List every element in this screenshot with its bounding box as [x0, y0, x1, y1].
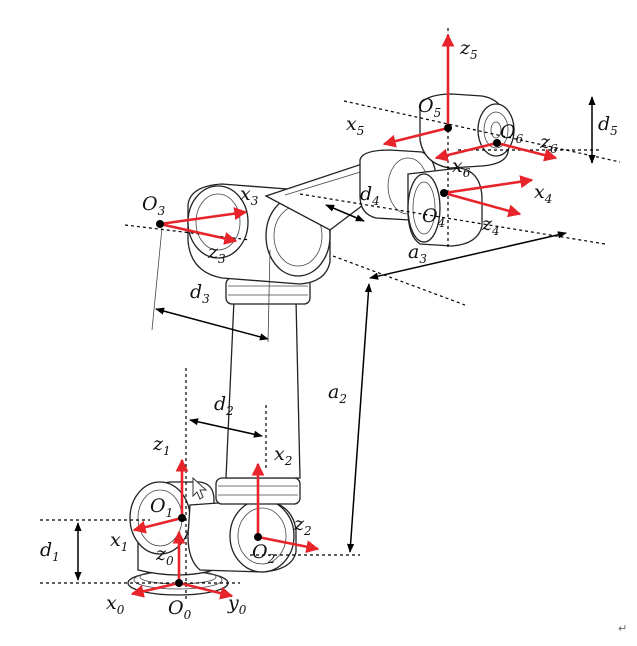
origin-o1: [178, 514, 186, 522]
label-z1: z1: [152, 433, 171, 458]
label-a3: a3: [408, 241, 427, 266]
origin-o2: [254, 533, 262, 541]
origin-o3: [156, 220, 164, 228]
label-z2: z2: [293, 513, 312, 538]
axis-z6: [496, 141, 558, 162]
axis-x6: [434, 141, 498, 162]
label-x4: x4: [534, 181, 552, 206]
label-z6: z6: [539, 131, 558, 156]
label-x1: x1: [110, 529, 128, 554]
label-z4: z4: [481, 213, 500, 238]
axis-x0: [130, 581, 180, 598]
label-d2: d2: [214, 393, 234, 418]
label-o5: O5: [418, 95, 441, 120]
origin-o5: [444, 124, 452, 132]
label-d5: d5: [598, 113, 618, 138]
axis-z4: [443, 191, 522, 218]
axis-y0: [178, 581, 234, 600]
axis-x4: [443, 175, 534, 195]
mouse-pointer-icon: [192, 476, 208, 500]
origin-points: [156, 124, 501, 587]
label-o2: O2: [252, 541, 275, 566]
dimension-lines: [74, 96, 596, 581]
label-a2: a2: [328, 381, 347, 406]
label-x2: x2: [274, 443, 292, 468]
label-x3: x3: [240, 183, 259, 208]
label-d3: d3: [190, 281, 210, 306]
label-x0: x0: [106, 592, 125, 617]
label-d1: d1: [40, 539, 60, 564]
frame-axes: [130, 33, 558, 600]
axis-z2: [257, 535, 320, 554]
origin-o0: [175, 579, 183, 587]
axis-x5: [382, 126, 449, 148]
label-o1: O1: [150, 495, 173, 520]
label-x5: x5: [346, 113, 364, 138]
origin-o6: [493, 139, 501, 147]
axis-x1: [132, 516, 183, 534]
reference-lines: [40, 28, 621, 600]
origin-o4: [440, 189, 448, 197]
label-z3: z3: [207, 241, 226, 266]
label-o6: O6: [500, 121, 524, 146]
return-mark-icon: ↵: [618, 622, 627, 635]
axis-z3: [159, 222, 238, 245]
robot-body: [127, 93, 515, 596]
label-d4: d4: [360, 183, 380, 208]
diagram-labels: O0 x0 y0 z0 O1 x1 z1 O2 x2 z2 O3 x3 z3 O…: [40, 37, 618, 622]
label-o0: O0: [168, 597, 192, 622]
axis-x3: [159, 207, 248, 226]
label-z0: z0: [155, 543, 174, 568]
label-o3: O3: [142, 193, 166, 218]
label-z5: z5: [459, 37, 478, 62]
label-x6: x6: [452, 155, 471, 180]
label-y0: y0: [227, 592, 247, 617]
label-o4: O4: [422, 205, 445, 230]
